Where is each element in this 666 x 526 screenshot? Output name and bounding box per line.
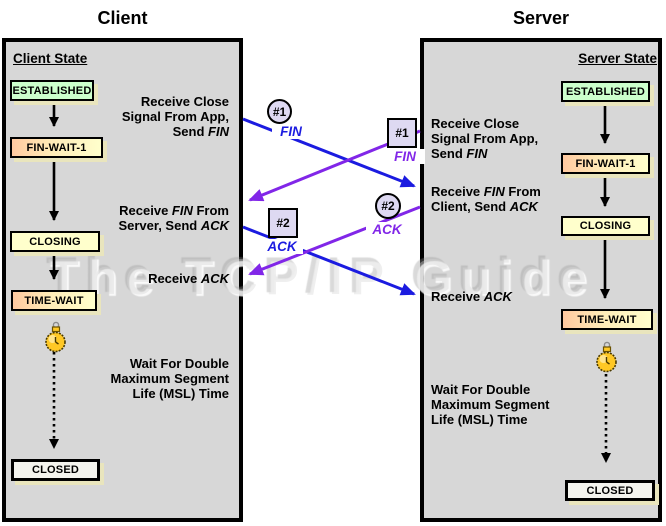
anno-line: Signal From App, [121,109,229,124]
server-state-closing: CLOSING [561,216,650,236]
client-state-label: Client State [13,51,88,66]
client-state-closing: CLOSING [10,231,100,252]
client-title: Client [97,8,148,28]
client-anno-recv-ack: Receive ACK [148,271,229,286]
anno-line: Receive FIN From [431,184,541,199]
anno-line: Wait For Double [129,356,229,371]
anno-line: Wait For Double [431,382,531,397]
server-state-label: Server State [578,51,657,66]
anno-line: Receive ACK [148,271,229,286]
server-state-fin-wait-1: FIN-WAIT-1 [561,153,650,174]
anno-line: Send FIN [431,146,488,161]
server-ack-badge: #2 [375,193,401,219]
server-anno-recv-ack: Receive ACK [431,289,512,304]
anno-line: Receive ACK [431,289,512,304]
anno-line: Maximum Segment [110,371,229,386]
server-timer-clock-icon [596,341,617,373]
anno-line: Receive Close [140,94,229,109]
anno-line: Maximum Segment [431,397,550,412]
client-fin-badge: #1 [267,99,292,124]
server-panel [420,38,662,522]
client-fin-label: FIN [272,124,310,139]
anno-line: Life (MSL) Time [431,412,528,427]
server-fin-label: FIN [385,149,425,164]
anno-line: Receive FIN From [119,203,229,218]
anno-line: Send FIN [172,124,229,139]
client-state-closed: CLOSED [11,459,100,481]
client-anno-send-fin: Receive Close Signal From App, Send FIN [122,94,229,139]
server-state-closed: CLOSED [565,480,655,501]
anno-line: Client, Send ACK [431,199,538,214]
server-ack-label: ACK [366,222,408,237]
server-anno-msl-wait: Wait For Double Maximum Segment Life (MS… [431,382,549,427]
client-panel [2,38,243,522]
anno-line: Life (MSL) Time [132,386,229,401]
server-anno-recv-fin: Receive FIN From Client, Send ACK [431,184,541,214]
client-anno-msl-wait: Wait For Double Maximum Segment Life (MS… [111,356,229,401]
server-state-established: ESTABLISHED [561,81,650,102]
server-title: Server [512,8,570,28]
server-state-time-wait: TIME-WAIT [561,309,653,330]
watermark-text: The TCP/IP Guide [48,249,595,305]
client-ack-label: ACK [261,239,303,254]
anno-line: Server, Send ACK [118,218,229,233]
client-state-established: ESTABLISHED [10,80,94,101]
client-state-fin-wait-1: FIN-WAIT-1 [10,137,103,158]
anno-line: Signal From App, [431,131,539,146]
client-anno-recv-fin: Receive FIN From Server, Send ACK [118,203,229,233]
client-ack-badge: #2 [268,208,298,238]
anno-line: Receive Close [431,116,520,131]
client-timer-clock-icon [45,321,66,353]
server-fin-badge: #1 [387,118,417,148]
client-state-time-wait: TIME-WAIT [11,290,97,311]
server-anno-send-fin: Receive Close Signal From App, Send FIN [431,116,538,161]
